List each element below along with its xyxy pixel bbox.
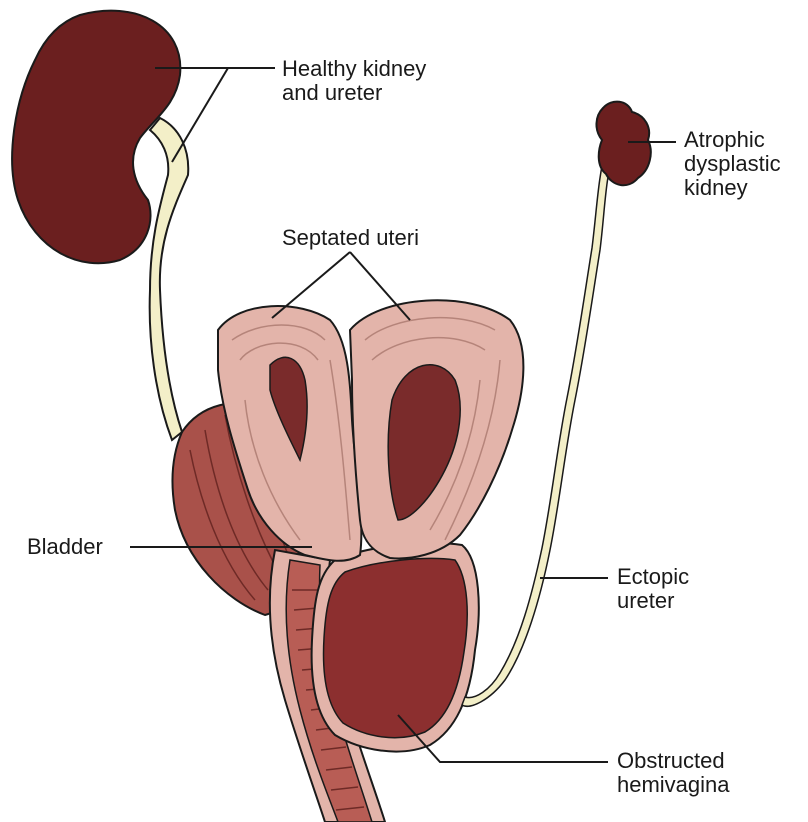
label-healthy-kidney-line1: Healthy kidney (282, 56, 427, 81)
leader-hemivagina (397, 714, 608, 763)
label-obstructed-hemivagina-line2: hemivagina (617, 772, 730, 797)
label-healthy-kidney-line2: and ureter (282, 80, 383, 105)
leader-septated-right (349, 251, 411, 321)
uterus-left-cavity (269, 356, 308, 463)
hemivagina-lumen (322, 557, 468, 739)
label-healthy-kidney: Healthy kidney and ureter (282, 57, 426, 105)
label-atrophic-kidney-line1: Atrophic (684, 127, 765, 152)
bladder-striations (189, 409, 291, 601)
healthy-kidney-shape (11, 9, 182, 265)
label-ectopic-ureter: Ectopic ureter (617, 565, 689, 613)
label-atrophic-kidney-line2: dysplastic (684, 151, 781, 176)
label-septated-uteri: Septated uteri (282, 226, 419, 250)
label-septated-uteri-text: Septated uteri (282, 225, 419, 250)
leader-healthy-ureter (171, 67, 229, 163)
label-bladder: Bladder (27, 535, 103, 559)
label-bladder-text: Bladder (27, 534, 103, 559)
leader-septated-left (271, 251, 351, 319)
label-obstructed-hemivagina: Obstructed hemivagina (617, 749, 730, 797)
label-ectopic-ureter-line1: Ectopic (617, 564, 690, 589)
label-atrophic-kidney: Atrophic dysplastic kidney (684, 128, 781, 200)
label-atrophic-kidney-line3: kidney (684, 175, 748, 200)
uterus-right-cavity (387, 364, 461, 521)
label-obstructed-hemivagina-line1: Obstructed (617, 748, 725, 773)
label-ectopic-ureter-line2: ureter (617, 588, 675, 613)
ectopic-ureter (461, 147, 615, 707)
atrophic-kidney-shape (595, 100, 652, 187)
uterus-striations (231, 316, 501, 541)
healthy-ureter (148, 116, 190, 442)
leader-lines (130, 67, 676, 763)
